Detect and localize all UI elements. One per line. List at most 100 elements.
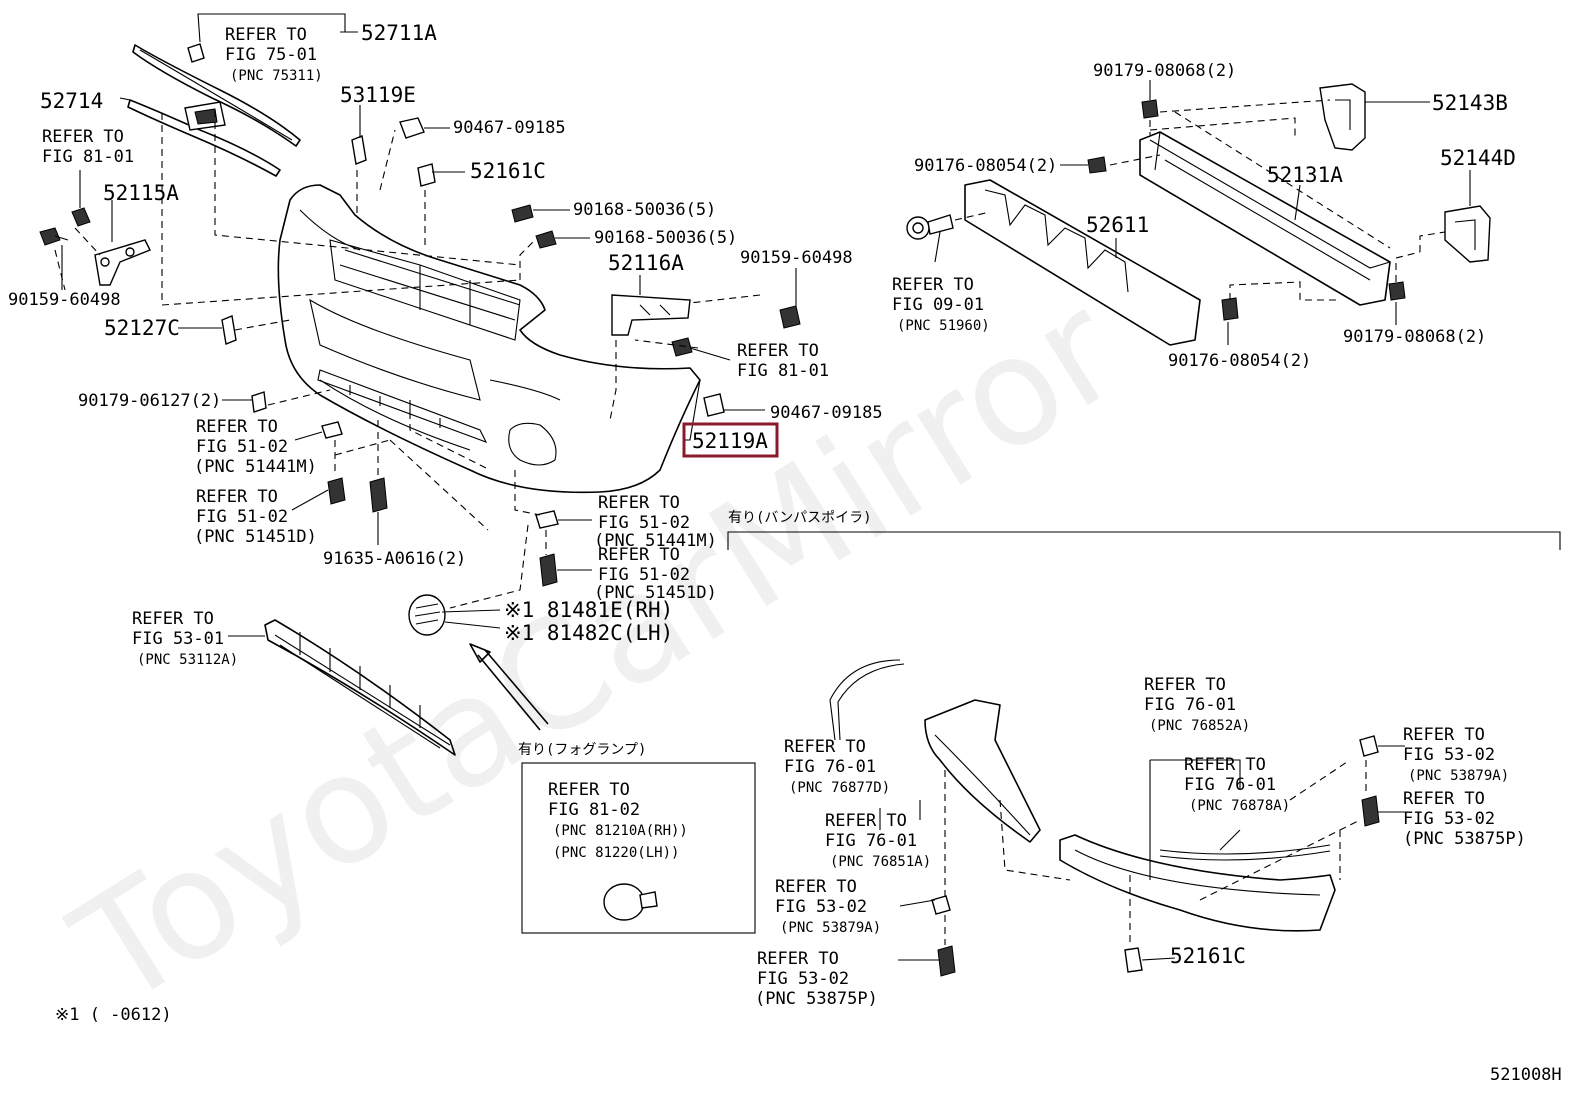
label-90168-50036-b[interactable]: 90168-50036(5) [594, 228, 737, 248]
label-ref-fig7601-a-l2[interactable]: FIG 76-01 [1144, 695, 1236, 715]
label-ref-fig5102-a-l3[interactable]: (PNC 51441M) [194, 457, 317, 477]
label-90179-06127[interactable]: 90179-06127(2) [78, 391, 221, 411]
label-ref-fig5302-a-l2[interactable]: FIG 53-02 [775, 897, 867, 917]
part-lower-grille-53112A[interactable] [264, 619, 456, 756]
part-tow-hook-51960[interactable] [906, 214, 954, 240]
label-ref-fig8101-left-l1[interactable]: REFER TO [42, 127, 124, 147]
label-ref-fig7601-b-l2[interactable]: FIG 76-01 [1184, 775, 1276, 795]
part-nut-90179-08068-top[interactable] [1141, 99, 1159, 119]
label-ref-fig5102-d-l2[interactable]: FIG 51-02 [598, 565, 690, 585]
part-52127C-clip[interactable] [221, 315, 237, 345]
label-ref-fig5102-c-l1[interactable]: REFER TO [598, 493, 680, 513]
label-ref-fig5102-c-l3[interactable]: (PNC 51441M) [594, 531, 717, 551]
part-52131A-reinforcement[interactable] [1139, 131, 1391, 306]
label-ref-fig7601-a-l3[interactable]: (PNC 76852A) [1149, 718, 1250, 734]
part-bolt-fig5102-d[interactable] [539, 553, 558, 587]
label-ref-fig5102-c-l2[interactable]: FIG 51-02 [598, 513, 690, 533]
label-52119A[interactable]: 52119A [692, 429, 768, 453]
label-ref-fig0901-l2[interactable]: FIG 09-01 [892, 295, 984, 315]
label-ref-fig7601-c-l2[interactable]: FIG 76-01 [784, 757, 876, 777]
label-91635-A0616[interactable]: 91635-A0616(2) [323, 549, 466, 569]
part-bolt-90159-60498-right[interactable] [779, 305, 801, 329]
part-bolt-fig8101-left[interactable] [71, 207, 91, 227]
label-90179-08068-top[interactable]: 90179-08068(2) [1093, 61, 1236, 81]
label-ref-fig0901-l1[interactable]: REFER TO [892, 275, 974, 295]
part-52119A-bumper-cover[interactable] [277, 184, 701, 494]
label-90467-09185-mid[interactable]: 90467-09185 [770, 403, 883, 423]
label-52161C-top[interactable]: 52161C [470, 159, 546, 183]
part-bolt-90168-50036-a[interactable] [511, 204, 534, 223]
label-ref-fig5102-a-l2[interactable]: FIG 51-02 [196, 437, 288, 457]
label-90159-60498-left[interactable]: 90159-60498 [8, 290, 121, 310]
part-spoiler-76851A[interactable] [924, 699, 1041, 843]
label-52144D[interactable]: 52144D [1440, 146, 1516, 170]
label-90467-09185-top[interactable]: 90467-09185 [453, 118, 566, 138]
label-ref-fig7601-d-l2[interactable]: FIG 76-01 [825, 831, 917, 851]
part-spoiler-76852A[interactable] [1059, 834, 1336, 932]
label-ref-fig7601-a-l1[interactable]: REFER TO [1144, 675, 1226, 695]
part-52116A-bracket[interactable] [611, 294, 691, 336]
label-81482C[interactable]: ※1 81482C(LH) [504, 621, 673, 645]
label-ref-fig8102-l2[interactable]: FIG 81-02 [548, 800, 640, 820]
part-bolt-90159-60498-left[interactable] [39, 227, 69, 246]
part-nut-fig5102-c[interactable] [535, 510, 559, 529]
part-52144D-bracket[interactable] [1444, 205, 1491, 263]
label-ref-fig5302-a-l3[interactable]: (PNC 53879A) [780, 920, 881, 936]
part-bolt-90176-08054-bottom[interactable] [1221, 297, 1239, 321]
label-ref-fig7601-d-l1[interactable]: REFER TO [825, 811, 907, 831]
label-ref-fig5301-l2[interactable]: FIG 53-01 [132, 629, 224, 649]
label-ref-fig5302-c-l3[interactable]: (PNC 53879A) [1408, 768, 1509, 784]
label-ref-fig8101-right-l1[interactable]: REFER TO [737, 341, 819, 361]
part-clip-90179-06127[interactable] [251, 391, 267, 413]
part-52115A-bracket[interactable] [94, 239, 151, 286]
label-ref-fig8101-left-l2[interactable]: FIG 81-01 [42, 147, 134, 167]
label-ref-fig5102-b-l3[interactable]: (PNC 51451D) [194, 527, 317, 547]
part-bolt-fig8101-right[interactable] [671, 337, 693, 357]
label-ref-fig5302-c-l2[interactable]: FIG 53-02 [1403, 745, 1495, 765]
part-53119E-clip[interactable] [351, 135, 367, 165]
part-bolt-91635-A0616[interactable] [369, 477, 388, 513]
part-52714-grille-moulding[interactable] [127, 99, 281, 177]
label-ref-fig5301-l1[interactable]: REFER TO [132, 609, 214, 629]
label-ref-fig7601-c-l3[interactable]: (PNC 76877D) [789, 780, 890, 796]
part-spoiler-moulding-76878A[interactable] [1159, 844, 1331, 861]
label-ref-fig5301-l3[interactable]: (PNC 53112A) [137, 652, 238, 668]
part-52143B-bracket[interactable] [1319, 83, 1366, 151]
label-90179-08068-bottom[interactable]: 90179-08068(2) [1343, 327, 1486, 347]
part-52711A-moulding[interactable] [132, 44, 301, 147]
label-ref-fig5102-d-l3[interactable]: (PNC 51451D) [594, 583, 717, 603]
part-52161C-clip-top[interactable] [417, 163, 436, 187]
label-ref-fig7601-d-l3[interactable]: (PNC 76851A) [830, 854, 931, 870]
label-52116A[interactable]: 52116A [608, 251, 684, 275]
label-52714[interactable]: 52714 [40, 89, 103, 113]
label-90176-08054-left[interactable]: 90176-08054(2) [914, 156, 1057, 176]
part-bolt-53875P-left[interactable] [937, 945, 956, 977]
label-90159-60498-right[interactable]: 90159-60498 [740, 248, 853, 268]
label-52131A[interactable]: 52131A [1267, 163, 1343, 187]
label-ref-fig7501-l2[interactable]: FIG 75-01 [225, 45, 317, 65]
label-52115A[interactable]: 52115A [103, 181, 179, 205]
label-ref-fig5302-d-l2[interactable]: FIG 53-02 [1403, 809, 1495, 829]
part-bolt-53875P-right[interactable] [1361, 795, 1380, 827]
label-ref-fig5102-b-l1[interactable]: REFER TO [196, 487, 278, 507]
label-ref-fig5102-a-l1[interactable]: REFER TO [196, 417, 278, 437]
label-ref-fig7501-l1[interactable]: REFER TO [225, 25, 307, 45]
part-screw-90467-09185-top[interactable] [399, 117, 425, 139]
part-spoiler-moulding-76877D[interactable] [829, 659, 905, 741]
label-ref-fig7601-c-l1[interactable]: REFER TO [784, 737, 866, 757]
label-ref-fig5102-d-l1[interactable]: REFER TO [598, 545, 680, 565]
part-fog-lamp-cover[interactable] [408, 594, 446, 636]
part-52161C-clip-bottom[interactable] [1124, 947, 1143, 973]
label-53119E[interactable]: 53119E [340, 83, 416, 107]
label-ref-fig7601-b-l3[interactable]: (PNC 76878A) [1189, 798, 1290, 814]
part-emblem-clip[interactable] [187, 43, 205, 63]
part-bolt-fig5102-b[interactable] [327, 477, 346, 505]
label-81481E[interactable]: ※1 81481E(RH) [504, 598, 673, 622]
label-ref-fig5102-b-l2[interactable]: FIG 51-02 [196, 507, 288, 527]
label-90176-08054-bottom[interactable]: 90176-08054(2) [1168, 351, 1311, 371]
part-52611-absorber[interactable] [964, 179, 1201, 346]
label-ref-fig0901-l3[interactable]: (PNC 51960) [897, 318, 990, 334]
label-ref-fig5302-a-l1[interactable]: REFER TO [775, 877, 857, 897]
label-ref-fig5302-d-l3[interactable]: (PNC 53875P) [1403, 829, 1526, 849]
label-ref-fig5302-b-l2[interactable]: FIG 53-02 [757, 969, 849, 989]
